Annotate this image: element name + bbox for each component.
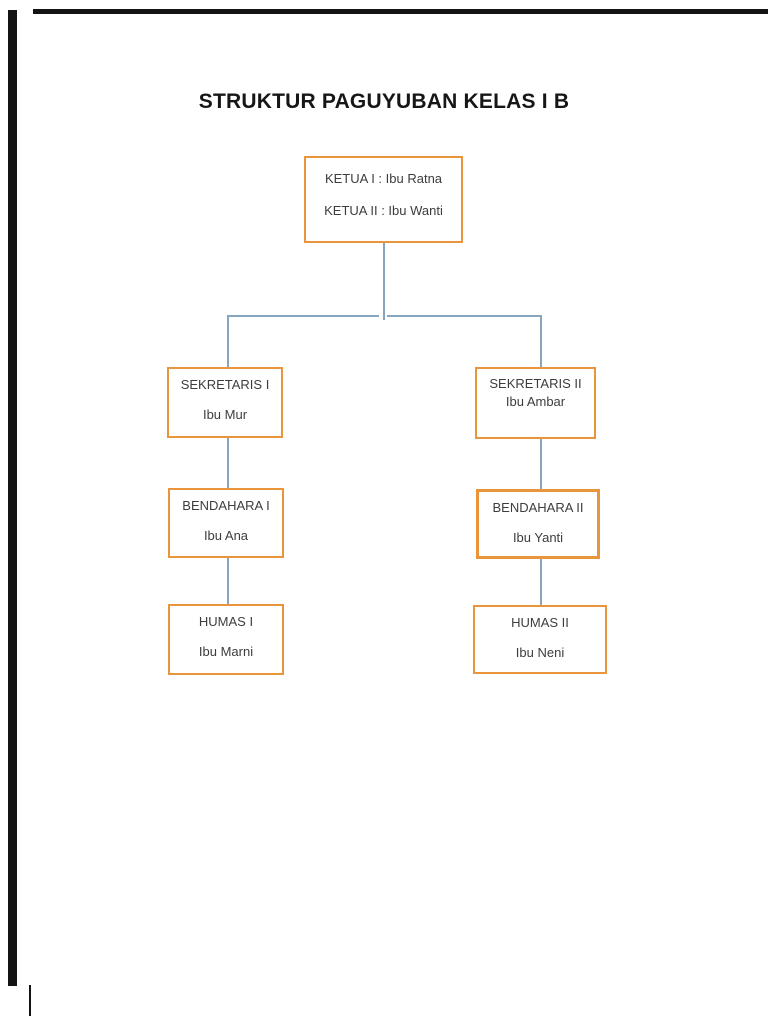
- person-name: Ibu Ambar: [505, 394, 566, 409]
- org-box-bendahara-2: BENDAHARA II Ibu Yanti: [476, 489, 600, 559]
- person-name: Ibu Mur: [202, 407, 248, 422]
- connector-drop-left: [227, 317, 229, 367]
- connector-right-sek-to-ben: [540, 439, 542, 489]
- org-box-humas-2: HUMAS II Ibu Neni: [473, 605, 607, 674]
- person-name: Ibu Neni: [515, 645, 565, 660]
- ketua-1-label: KETUA I : Ibu Ratna: [324, 171, 443, 186]
- role-label: HUMAS I: [198, 614, 254, 629]
- connector-right-ben-to-humas: [540, 559, 542, 605]
- page-title: STRUKTUR PAGUYUBAN KELAS I B: [198, 90, 570, 113]
- connector-horizontal-right: [387, 315, 542, 317]
- org-box-ketua: KETUA I : Ibu Ratna KETUA II : Ibu Wanti: [304, 156, 463, 243]
- org-box-sekretaris-1: SEKRETARIS I Ibu Mur: [167, 367, 283, 438]
- connector-horizontal-left: [227, 315, 379, 317]
- role-label: SEKRETARIS I: [180, 377, 270, 392]
- person-name: Ibu Ana: [203, 528, 249, 543]
- org-box-sekretaris-2: SEKRETARIS II Ibu Ambar: [475, 367, 596, 439]
- connector-drop-right: [540, 317, 542, 367]
- person-name: Ibu Yanti: [512, 530, 564, 545]
- role-label: BENDAHARA I: [182, 498, 270, 513]
- org-box-bendahara-1: BENDAHARA I Ibu Ana: [168, 488, 284, 558]
- connector-root-vertical: [383, 243, 385, 320]
- person-name: Ibu Marni: [198, 644, 254, 659]
- scan-edge-bottom-tick: [29, 985, 31, 1016]
- role-label: BENDAHARA II: [492, 500, 584, 515]
- connector-left-ben-to-humas: [227, 558, 229, 604]
- ketua-2-label: KETUA II : Ibu Wanti: [324, 203, 443, 218]
- org-box-humas-1: HUMAS I Ibu Marni: [168, 604, 284, 675]
- connector-left-sek-to-ben: [227, 438, 229, 488]
- scan-edge-top-line: [33, 9, 768, 14]
- role-label: HUMAS II: [511, 615, 569, 630]
- scan-edge-left-bar: [8, 10, 17, 986]
- role-label: SEKRETARIS II: [489, 376, 582, 391]
